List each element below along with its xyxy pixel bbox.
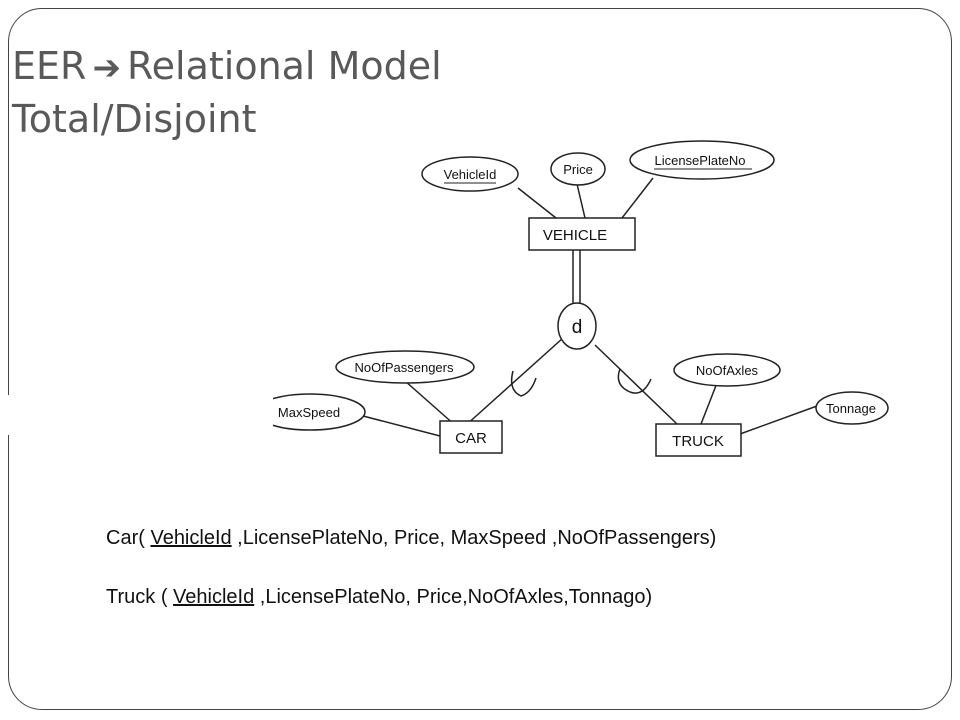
attr-licenseplate-label: LicensePlateNo (654, 153, 745, 168)
line-vehicleid-vehicle (517, 187, 557, 219)
attr-maxspeed-label: MaxSpeed (278, 405, 340, 420)
subset-symbol-truck (617, 368, 652, 394)
entity-truck-box (655, 423, 742, 457)
relation-truck-rest: ,LicensePlateNo, Price,NoOfAxles,Tonnago… (254, 586, 653, 608)
line-price-vehicle (576, 183, 586, 219)
relation-car-prefix: Car( (106, 527, 151, 549)
relation-truck-key: VehicleId (173, 586, 255, 608)
specialization-circle (557, 302, 597, 350)
attr-passengers-oval (335, 350, 475, 384)
relation-car-key: VehicleId (150, 527, 232, 549)
attr-axles-label: NoOfAxles (696, 363, 759, 378)
attr-axles-oval (673, 353, 781, 387)
attr-price-label: Price (563, 162, 593, 177)
relation-truck: Truck ( VehicleId ,LicensePlateNo, Price… (106, 586, 652, 609)
entity-vehicle-box (528, 217, 636, 251)
entity-truck-label: TRUCK (672, 433, 724, 450)
line-passengers-car (404, 380, 457, 427)
attr-vehicleid-label: VehicleId (444, 167, 497, 182)
slide-title: EER➔Relational Model (12, 42, 442, 92)
line-d-car (464, 337, 564, 427)
subset-symbol-car (510, 370, 537, 397)
line-axles-truck (700, 382, 718, 425)
relation-car: Car( VehicleId ,LicensePlateNo, Price, M… (106, 527, 716, 550)
attr-tonnage-label: Tonnage (826, 401, 876, 416)
title-part2: Relational Model (126, 44, 442, 88)
entity-car-box (439, 420, 503, 454)
attr-tonnage-oval (815, 391, 889, 425)
crop-mask (0, 395, 273, 435)
line-tonnage-truck (739, 405, 818, 435)
attr-price-oval (550, 152, 606, 186)
relation-truck-prefix: Truck ( (106, 586, 174, 608)
slide-subtitle: Total/Disjoint (12, 97, 257, 141)
specialization-label: d (572, 317, 583, 338)
relation-car-rest: ,LicensePlateNo, Price, MaxSpeed ,NoOfPa… (231, 527, 717, 549)
entity-vehicle-label: VEHICLE (543, 227, 607, 244)
arrow-icon: ➔ (92, 48, 121, 88)
attr-passengers-label: NoOfPassengers (355, 360, 454, 375)
slide-frame (8, 8, 952, 710)
line-d-truck (594, 344, 678, 425)
line-licenseplate-vehicle (621, 177, 654, 219)
entity-car-label: CAR (455, 430, 487, 447)
title-part1: EER (12, 44, 87, 88)
